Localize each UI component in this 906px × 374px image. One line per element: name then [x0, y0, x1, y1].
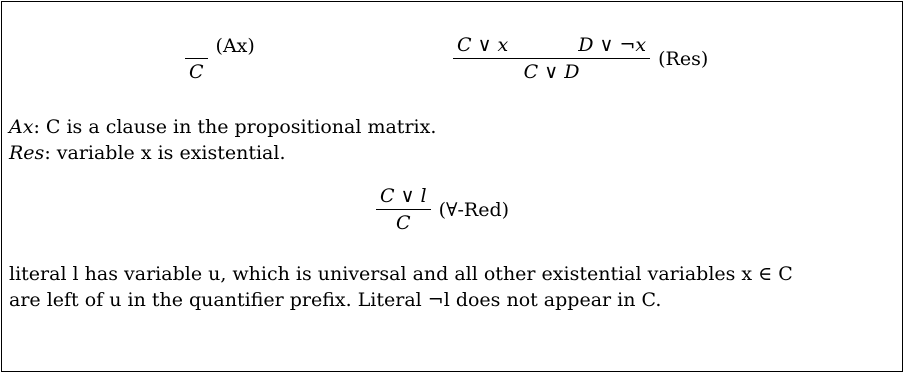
resolution-premises: C ∨ x D ∨ ¬x	[453, 34, 650, 58]
resolution-rule: C ∨ x D ∨ ¬x C ∨ D (Res)	[453, 34, 708, 83]
reduction-conclusion: C	[396, 212, 411, 234]
inference-line	[376, 209, 431, 210]
res-text: : variable x is existential.	[44, 142, 286, 164]
reduction-description-line-2: are left of u in the quantifier prefix. …	[9, 289, 662, 311]
axiom-conclusion: C	[189, 61, 204, 83]
reduction-rule: C ∨ l C (∀-Red)	[376, 185, 509, 234]
axiom-fraction: C	[185, 34, 208, 83]
axiom-rule: C (Ax)	[185, 34, 255, 83]
res-label: Res	[9, 142, 45, 164]
axiom-rule-name: (Ax)	[215, 34, 255, 57]
reduction-premise: C ∨ l	[380, 185, 427, 207]
inference-line	[453, 58, 651, 59]
reduction-description-line-1: literal l has variable u, which is unive…	[9, 263, 793, 285]
reduction-fraction: C ∨ l C	[376, 185, 431, 234]
ax-description: Ax: C is a clause in the propositional m…	[9, 115, 436, 139]
resolution-conclusion: C ∨ D	[523, 61, 580, 83]
resolution-fraction: C ∨ x D ∨ ¬x C ∨ D	[453, 34, 651, 83]
ax-text: : C is a clause in the propositional mat…	[33, 116, 437, 138]
axiom-premise	[192, 34, 200, 58]
inference-line	[185, 58, 208, 59]
resolution-premise-left: C ∨ x	[457, 34, 509, 56]
res-description: Res: variable x is existential.	[9, 141, 286, 165]
ax-label: Ax	[9, 116, 34, 138]
reduction-rule-name: (∀-Red)	[438, 198, 510, 221]
resolution-rule-name: (Res)	[658, 47, 709, 70]
resolution-premise-right: D ∨ ¬x	[578, 34, 647, 56]
